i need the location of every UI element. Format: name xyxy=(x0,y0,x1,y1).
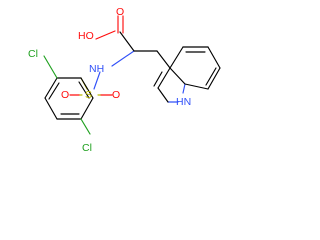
ring-double-3 xyxy=(78,81,90,99)
benzo-c3a-c4 xyxy=(169,46,184,69)
carbonyl-oxygen-label: O xyxy=(116,6,124,18)
amide-nh-label: NH xyxy=(89,63,104,75)
hydroxyl-label: HO xyxy=(78,30,94,42)
indole-c3-c2 xyxy=(169,67,186,85)
ring-left-lower xyxy=(44,97,58,120)
atom-labels: HO O NH S O O Cl Cl HN xyxy=(28,6,191,154)
indole-c7a-c3a xyxy=(157,87,169,103)
indole-nh-label: HN xyxy=(176,96,191,108)
ring-right-upper xyxy=(80,77,94,99)
bond-c-oh xyxy=(95,30,116,40)
bond-nh-s xyxy=(93,71,101,90)
chlorine-bottom-label: Cl xyxy=(82,142,92,154)
ring-right-lower xyxy=(80,97,94,120)
sulfonyl-oxygen-right-label: O xyxy=(112,89,120,101)
molecule-structure: HO O NH S O O Cl Cl HN xyxy=(28,6,221,154)
benzo-double-2 xyxy=(205,67,217,86)
sulfur-label: S xyxy=(85,89,92,101)
bond-aryl-cl-bottom xyxy=(80,118,91,135)
benzo-c6-c7 xyxy=(207,67,221,90)
chlorine-top-label: Cl xyxy=(28,48,38,60)
indole-c3a-c3 xyxy=(157,67,171,89)
indole-double-c3 xyxy=(153,71,163,87)
indole-c2-n xyxy=(182,83,186,94)
benzo-c5-c6 xyxy=(207,46,221,69)
benzo-c7-c7a xyxy=(184,83,209,90)
bond-aryl-cl-top xyxy=(43,55,58,79)
sulfonyl-oxygen-left-label: O xyxy=(61,89,69,101)
bond-carboxyl-alpha xyxy=(119,31,135,52)
ring-double-1 xyxy=(48,82,60,100)
bond-alpha-nh xyxy=(111,50,135,67)
bond-ch2-indole xyxy=(156,50,171,69)
ring-left-upper xyxy=(44,77,58,99)
bonds xyxy=(43,15,221,135)
